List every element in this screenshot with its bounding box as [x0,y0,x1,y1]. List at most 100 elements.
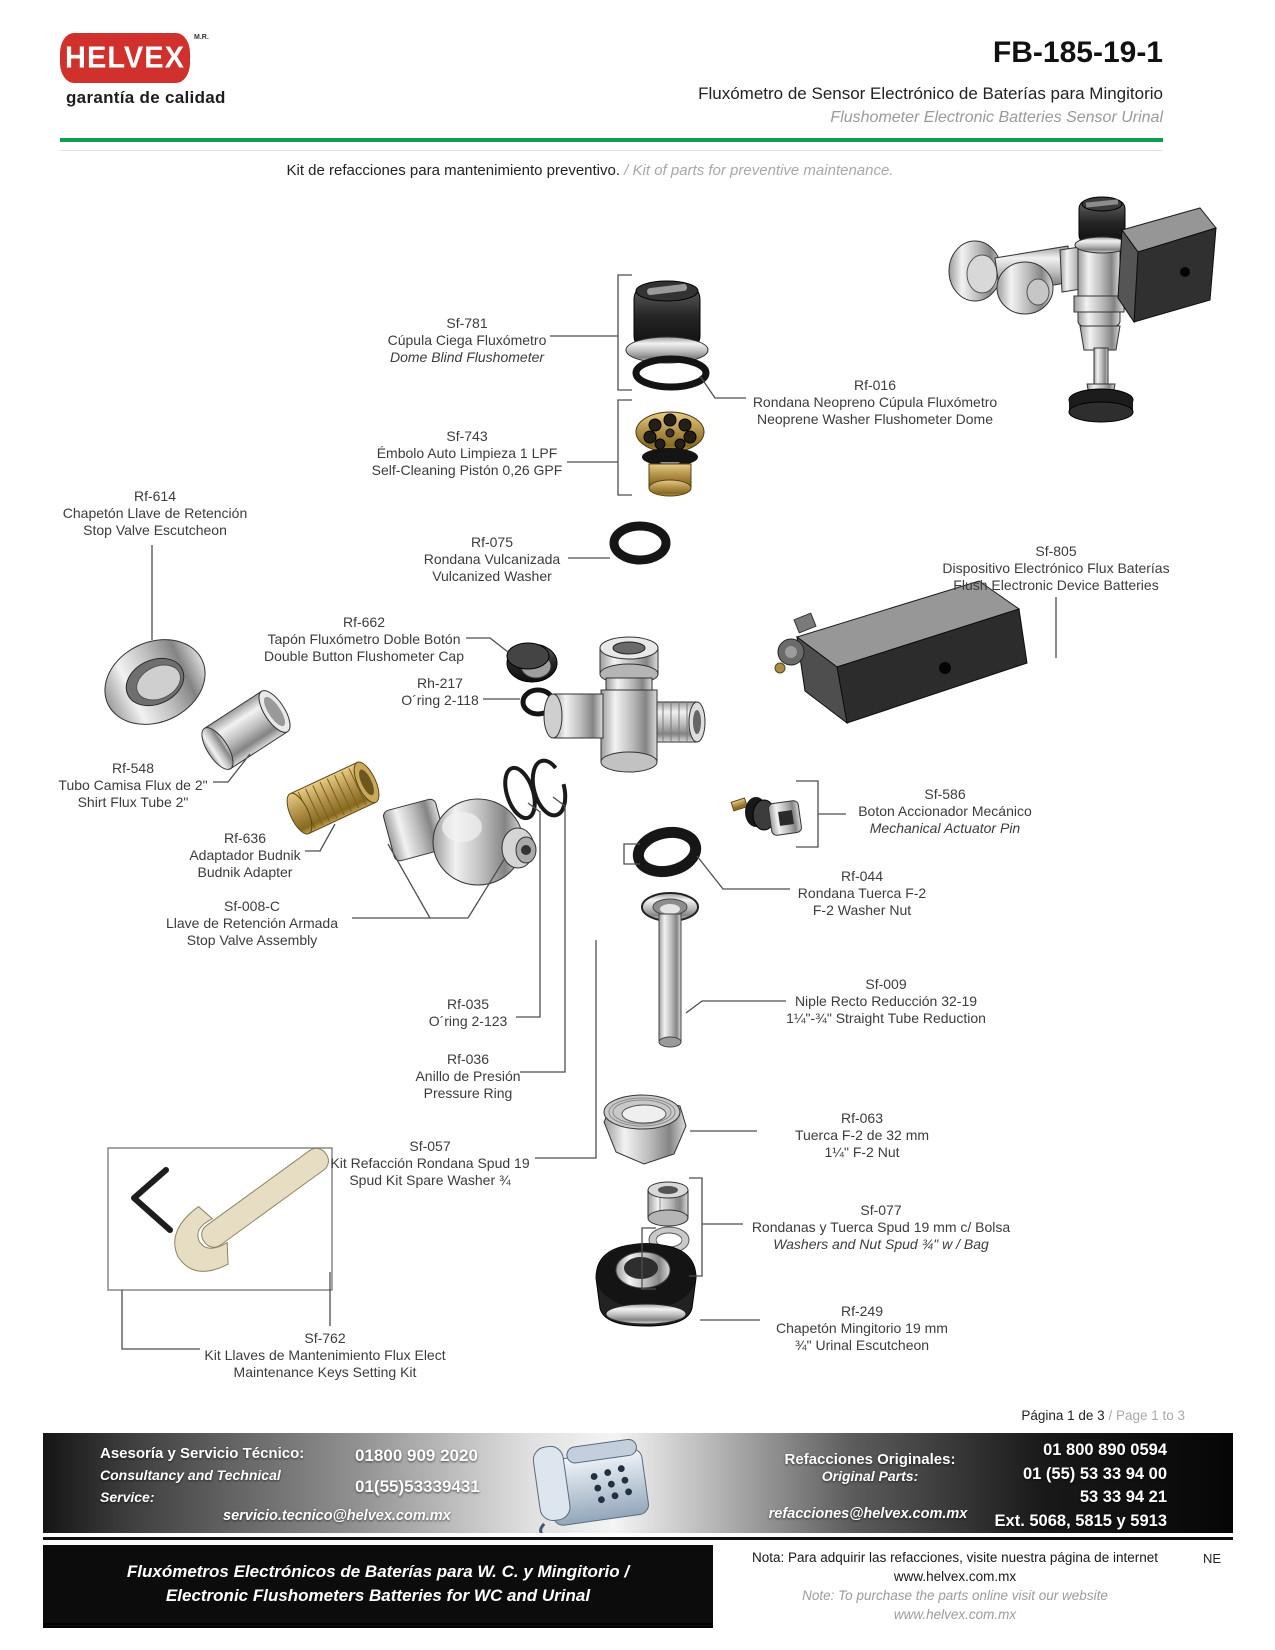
part-label-sf-762: Sf-762 Kit Llaves de Mantenimiento Flux … [155,1330,495,1381]
page-indicator-en: / Page 1 to 3 [1104,1408,1185,1423]
illustration-cap-rf662 [506,642,558,683]
part-label-rf-662: Rf-662 Tapón Fluxómetro Doble Botón Doub… [194,614,534,665]
part-code: Rf-548 [111,760,155,776]
illustration-device-sf805 [774,580,1028,725]
service-phone-2: 01(55)53339431 [355,1477,480,1496]
footer-divider [43,1537,1233,1540]
telephone-icon [532,1438,649,1533]
parts-phone-1: 01 800 890 0594 [1043,1441,1167,1459]
part-label-sf-805: Sf-805 Dispositivo Electrónico Flux Bate… [886,543,1226,594]
service-label-es: Asesoría y Servicio Técnico: [100,1445,305,1462]
part-label-rf-036: Rf-036 Anillo de Presión Pressure Ring [298,1051,638,1102]
illustration-washer-rf075 [609,521,671,565]
part-name-en: Shirt Flux Tube 2" [77,794,189,810]
part-label-rf-075: Rf-075 Rondana Vulcanizada Vulcanized Wa… [322,534,662,585]
illustration-valve-body [543,636,706,773]
part-label-sf-781: Sf-781 Cúpula Ciega Fluxómetro Dome Blin… [297,315,637,366]
original-parts-labels: Refacciones Originales: Original Parts: [755,1451,985,1484]
part-label-rf-063: Rf-063 Tuerca F-2 de 32 mm 1¼" F-2 Nut [692,1110,1032,1161]
part-code: Rf-016 [853,377,897,393]
part-name-en: Flush Electronic Device Batteries [953,577,1159,593]
original-parts-phones: 01 800 890 0594 01 (55) 53 33 94 00 53 3… [995,1439,1167,1533]
part-label-sf-586: Sf-586 Boton Accionador Mecánico Mechani… [775,786,1115,837]
original-parts-email: refacciones@helvex.com.mx [768,1506,968,1522]
product-family-en: Electronic Flushometers Batteries for WC… [165,1586,591,1605]
wrench-icon [174,1147,329,1272]
part-code: Sf-743 [446,428,488,444]
part-code: Sf-057 [409,1138,451,1154]
part-name-en: Maintenance Keys Setting Kit [233,1364,417,1380]
part-code: Rf-036 [446,1051,490,1067]
part-label-rh-217: Rh-217 O´ring 2-118 [270,675,610,709]
product-family-es: Fluxómetros Electrónicos de Baterías par… [126,1562,630,1581]
part-label-rf-636: Rf-636 Adaptador Budnik Budnik Adapter [75,830,415,881]
illustration-actuator-sf586 [730,797,802,836]
kit-description-es: Kit de refacciones para mantenimiento pr… [286,162,621,179]
trademark-label: M.R. [194,34,209,41]
product-family-banner: Fluxómetros Electrónicos de Baterías par… [43,1545,713,1628]
illustration-tool-kit-sf762 [107,1147,333,1291]
part-name-es: Émbolo Auto Limpieza 1 LPF [376,445,558,461]
part-label-sf-009: Sf-009 Niple Recto Reducción 32-19 1¼"-¾… [716,976,1056,1027]
part-name-en: Double Button Flushometer Cap [264,648,464,664]
part-name-es: Adaptador Budnik [189,847,301,863]
illustration-stop-valve-sf008c [383,798,537,886]
part-label-rf-035: Rf-035 O´ring 2-123 [298,996,638,1030]
part-code: Sf-008-C [223,898,281,914]
purchase-note-en: Note: To purchase the parts online visit… [802,1588,1108,1603]
illustration-escutcheon-rf249 [595,1243,697,1327]
parts-phone-2: 01 (55) 53 33 94 00 [1022,1464,1167,1483]
part-label-rf-614: Rf-614 Chapetón Llave de Retención Stop … [0,488,325,539]
page-indicator: Página 1 de 3 / Page 1 to 3 [1021,1408,1185,1423]
part-name-en: Spud Kit Spare Washer ¾ [349,1172,511,1188]
part-name-en: ¾" Urinal Escutcheon [794,1337,930,1353]
part-code: Sf-009 [865,976,907,992]
part-code: Rf-614 [133,488,177,504]
service-label-en1: Consultancy and Technical [100,1467,281,1483]
part-label-sf-077: Sf-077 Rondanas y Tuerca Spud 19 mm c/ B… [711,1202,1051,1253]
part-name-es: Chapetón Llave de Retención [62,505,248,521]
part-code: Rf-249 [840,1303,884,1319]
logo-tagline: garantía de calidad [66,88,226,107]
part-code: Sf-586 [924,786,966,802]
header-hairline [60,150,1163,151]
allen-key-icon [131,1167,173,1233]
part-code: Sf-805 [1035,543,1077,559]
part-label-sf-743: Sf-743 Émbolo Auto Limpieza 1 LPF Self-C… [297,428,637,479]
subtitle-spanish: Fluxómetro de Sensor Electrónico de Bate… [698,84,1163,103]
part-name-en: 1¼"-¾" Straight Tube Reduction [786,1010,986,1026]
part-name-en: Vulcanized Washer [432,568,552,584]
illustration-escutcheon-rf614 [104,639,206,725]
illustration-oring-rf016 [632,355,710,391]
part-code: Sf-781 [446,315,488,331]
part-code: Rf-044 [840,868,884,884]
part-code: Sf-762 [304,1330,346,1346]
part-label-rf-548: Rf-548 Tubo Camisa Flux de 2" Shirt Flux… [0,760,303,811]
service-phone-1: 01800 909 2020 [355,1446,478,1465]
part-code: Rh-217 [417,675,463,691]
illustration-pressure-ring-rf036 [530,758,568,818]
part-name-en: Self-Cleaning Pistón 0,26 GPF [371,462,563,478]
illustration-dome-sf781 [625,280,709,364]
part-name-es: Llave de Retención Armada [166,915,338,931]
illustration-nut-rf063 [603,1094,687,1165]
part-name-es: Rondanas y Tuerca Spud 19 mm c/ Bolsa [751,1219,1011,1235]
part-code: Sf-077 [860,1202,902,1218]
subtitle-english: Flushometer Electronic Batteries Sensor … [830,109,1163,126]
part-name-en: Stop Valve Escutcheon [83,522,227,538]
part-code: Rf-636 [223,830,267,846]
part-name-en: Stop Valve Assembly [186,932,318,948]
part-name-es: Cúpula Ciega Fluxómetro [387,332,547,348]
parts-phone-ext: Ext. 5068, 5815 y 5913 [994,1511,1167,1530]
revision-code: NE [1203,1551,1222,1566]
original-parts-label-es: Refacciones Originales: [784,1451,956,1468]
part-name-es: Rondana Vulcanizada [423,551,561,567]
part-name-es: Niple Recto Reducción 32-19 [794,993,978,1009]
illustration-tube-sf009 [641,892,699,1048]
part-name-es: Kit Llaves de Mantenimiento Flux Elect [204,1347,446,1363]
part-name-en: Budnik Adapter [197,864,293,880]
part-name-es: O´ring 2-123 [428,1013,508,1029]
original-parts-label-en: Original Parts: [821,1468,919,1484]
part-label-rf-249: Rf-249 Chapetón Mingitorio 19 mm ¾" Urin… [692,1303,1032,1354]
part-name-en: Pressure Ring [423,1085,513,1101]
